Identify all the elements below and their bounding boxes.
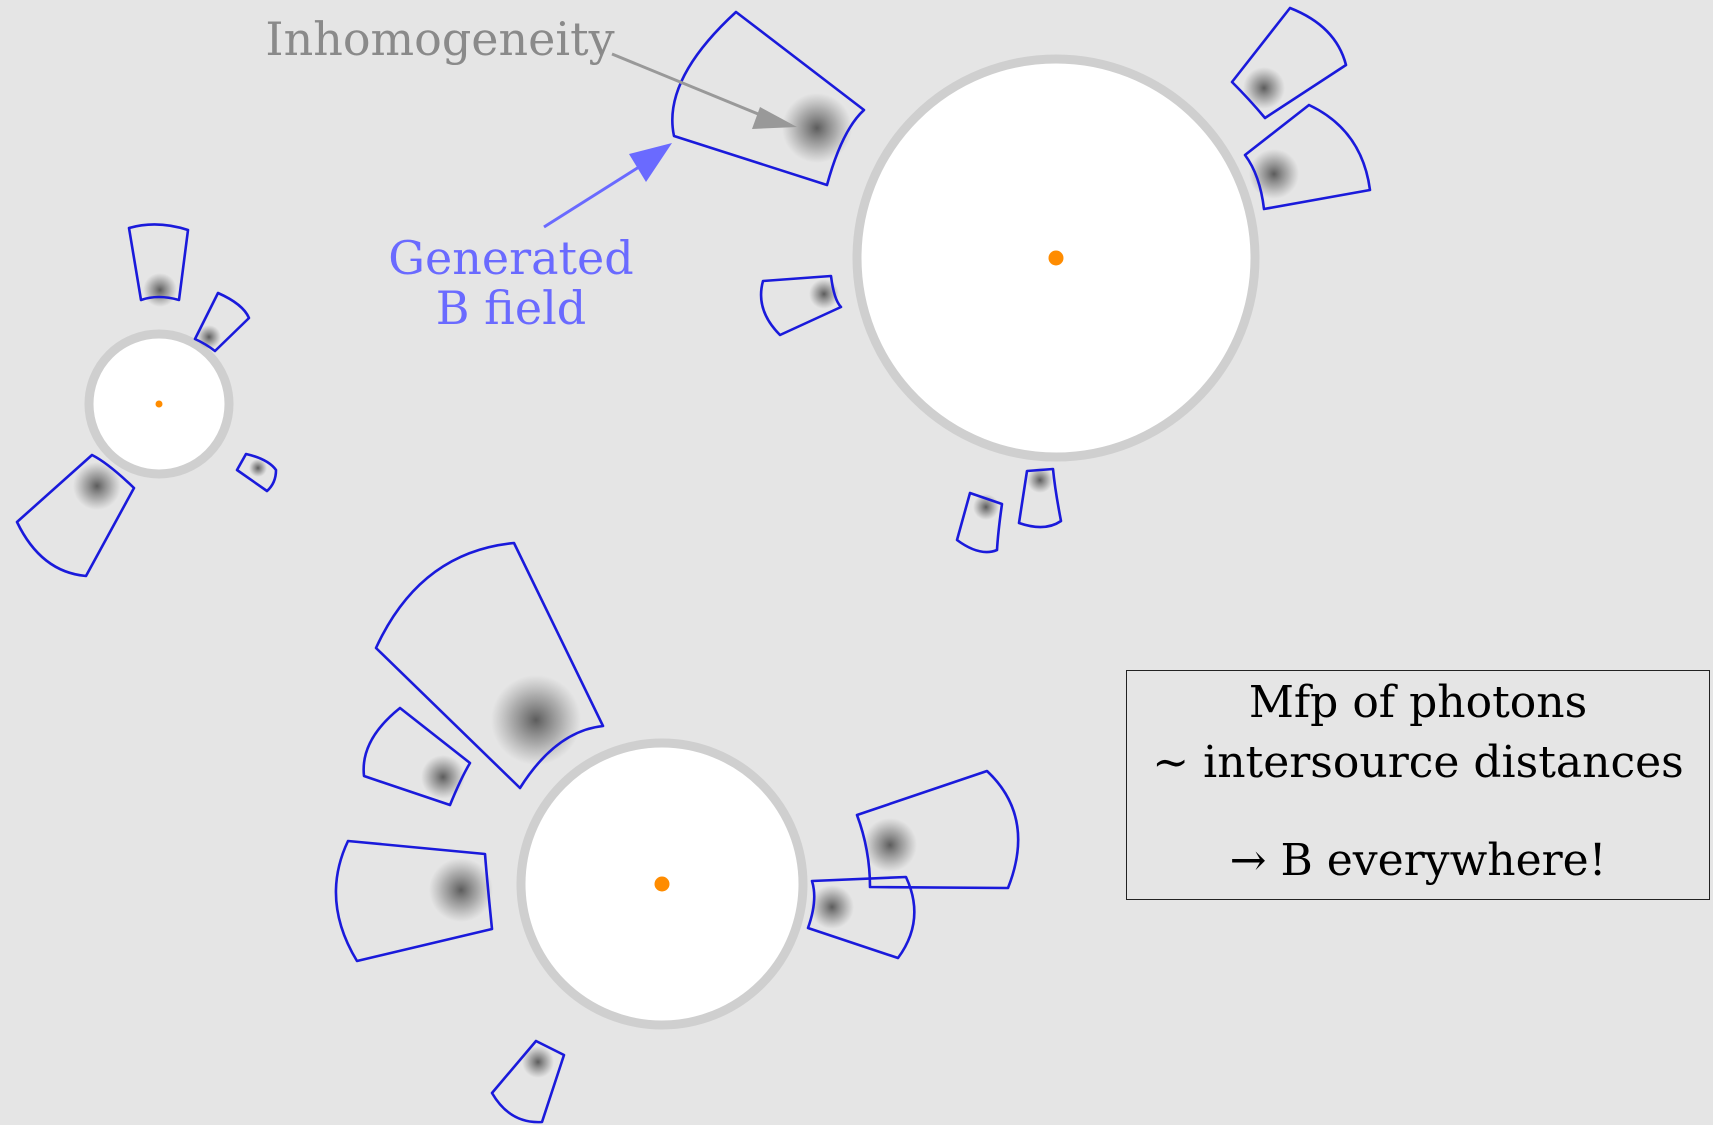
- field-wedge: [806, 875, 916, 960]
- generated-field-arrow: [543, 143, 672, 229]
- field-wedge: [235, 452, 278, 493]
- field-wedge: [855, 769, 1020, 890]
- field-wedge: [955, 491, 1004, 554]
- blob: [522, 1046, 554, 1078]
- source-medium-dot: [654, 876, 670, 892]
- inhomogeneity-label: Inhomogeneity: [265, 12, 614, 66]
- field-wedge: [15, 453, 136, 578]
- source-large: [852, 54, 1260, 462]
- blob: [143, 273, 177, 307]
- inhomogeneity-blobs: [73, 67, 1299, 1078]
- field-wedge: [374, 541, 605, 790]
- note-line-2: ~ intersource distances: [1152, 736, 1684, 788]
- field-wedge: [490, 1039, 566, 1124]
- blob: [73, 462, 121, 510]
- blob: [421, 755, 465, 799]
- blob: [1027, 467, 1053, 493]
- field-wedge: [671, 10, 866, 187]
- field-wedge: [1243, 103, 1372, 211]
- field-wedge: [1230, 6, 1348, 120]
- blob: [810, 885, 854, 929]
- field-wedge: [759, 274, 843, 337]
- field-wedge: [362, 706, 472, 807]
- source-small: [84, 329, 234, 479]
- field-wedges: [15, 6, 1372, 1124]
- blob: [863, 818, 917, 872]
- field-wedge: [193, 291, 251, 353]
- generated-field-label-line2: B field: [436, 281, 587, 335]
- source-medium: [516, 738, 808, 1030]
- blob: [429, 858, 493, 922]
- note-box: Mfp of photons ~ intersource distances →…: [1126, 670, 1710, 900]
- note-gap: [1127, 793, 1709, 831]
- source-large-dot: [1048, 250, 1064, 266]
- inhomogeneity-arrow: [611, 52, 797, 129]
- source-small-dot: [155, 400, 163, 408]
- blob: [1249, 149, 1299, 199]
- blob: [491, 675, 581, 765]
- field-wedge: [334, 839, 494, 963]
- blob: [1243, 67, 1285, 109]
- blob: [782, 93, 852, 163]
- field-wedge: [1017, 467, 1063, 529]
- field-wedge: [127, 223, 190, 302]
- note-line-3: → B everywhere!: [1229, 834, 1607, 886]
- blob: [249, 459, 267, 477]
- generated-field-label-line1: Generated: [388, 231, 633, 285]
- note-line-1: Mfp of photons: [1248, 677, 1588, 728]
